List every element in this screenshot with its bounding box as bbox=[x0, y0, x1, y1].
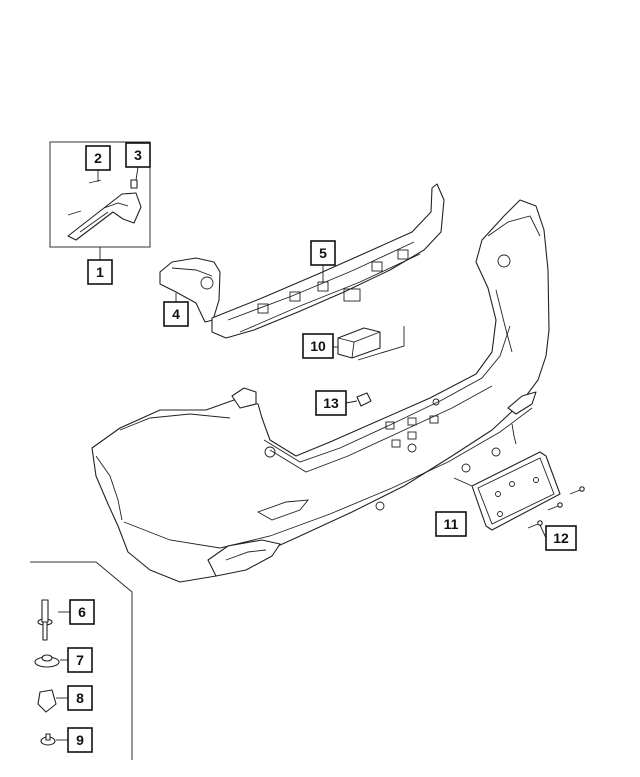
callout-6: 6 bbox=[69, 599, 95, 625]
svg-text:12: 12 bbox=[553, 530, 569, 546]
svg-text:6: 6 bbox=[78, 604, 86, 620]
callout-5: 5 bbox=[310, 240, 336, 266]
callout-13: 13 bbox=[315, 390, 347, 416]
part-11-plate-bracket bbox=[471, 451, 561, 531]
part-8-clip-nut bbox=[37, 689, 57, 713]
leader-11 bbox=[453, 477, 473, 487]
part-13-clip bbox=[356, 392, 372, 407]
bumper-fascia bbox=[91, 199, 550, 583]
svg-text:8: 8 bbox=[76, 690, 84, 706]
callout-9: 9 bbox=[67, 727, 93, 753]
callout-3: 3 bbox=[125, 142, 151, 168]
part-5-beam bbox=[211, 183, 445, 339]
part-6-push-pin bbox=[37, 599, 53, 641]
leader-10 bbox=[357, 326, 405, 361]
leader-13 bbox=[345, 400, 358, 404]
part-12-screws bbox=[527, 486, 585, 529]
part-10-foam-block bbox=[337, 327, 381, 359]
leader-12 bbox=[539, 524, 547, 539]
part-9-fastener bbox=[40, 733, 56, 746]
svg-text:4: 4 bbox=[172, 306, 180, 322]
svg-text:13: 13 bbox=[323, 395, 339, 411]
part-7-washer bbox=[34, 654, 60, 668]
part-3-clip bbox=[130, 179, 138, 189]
callout-4: 4 bbox=[163, 301, 189, 327]
svg-text:10: 10 bbox=[310, 338, 326, 354]
svg-text:5: 5 bbox=[319, 245, 327, 261]
svg-text:1: 1 bbox=[96, 264, 104, 280]
callout-12: 12 bbox=[545, 525, 577, 551]
callout-10: 10 bbox=[302, 333, 334, 359]
svg-text:9: 9 bbox=[76, 732, 84, 748]
callout-2: 2 bbox=[85, 145, 111, 171]
svg-text:11: 11 bbox=[444, 516, 459, 532]
fastener-inset-frame bbox=[30, 561, 133, 760]
leader-3 bbox=[135, 166, 139, 181]
svg-text:2: 2 bbox=[94, 150, 102, 166]
part-2-pins bbox=[67, 179, 102, 216]
callout-8: 8 bbox=[67, 685, 93, 711]
callout-7: 7 bbox=[67, 647, 93, 673]
part-4-left-bracket bbox=[159, 257, 221, 323]
callout-11: 11 bbox=[435, 511, 467, 537]
svg-text:7: 7 bbox=[76, 652, 84, 668]
svg-text:3: 3 bbox=[134, 147, 142, 163]
part-1-bracket bbox=[67, 192, 142, 241]
callout-1: 1 bbox=[87, 259, 113, 285]
